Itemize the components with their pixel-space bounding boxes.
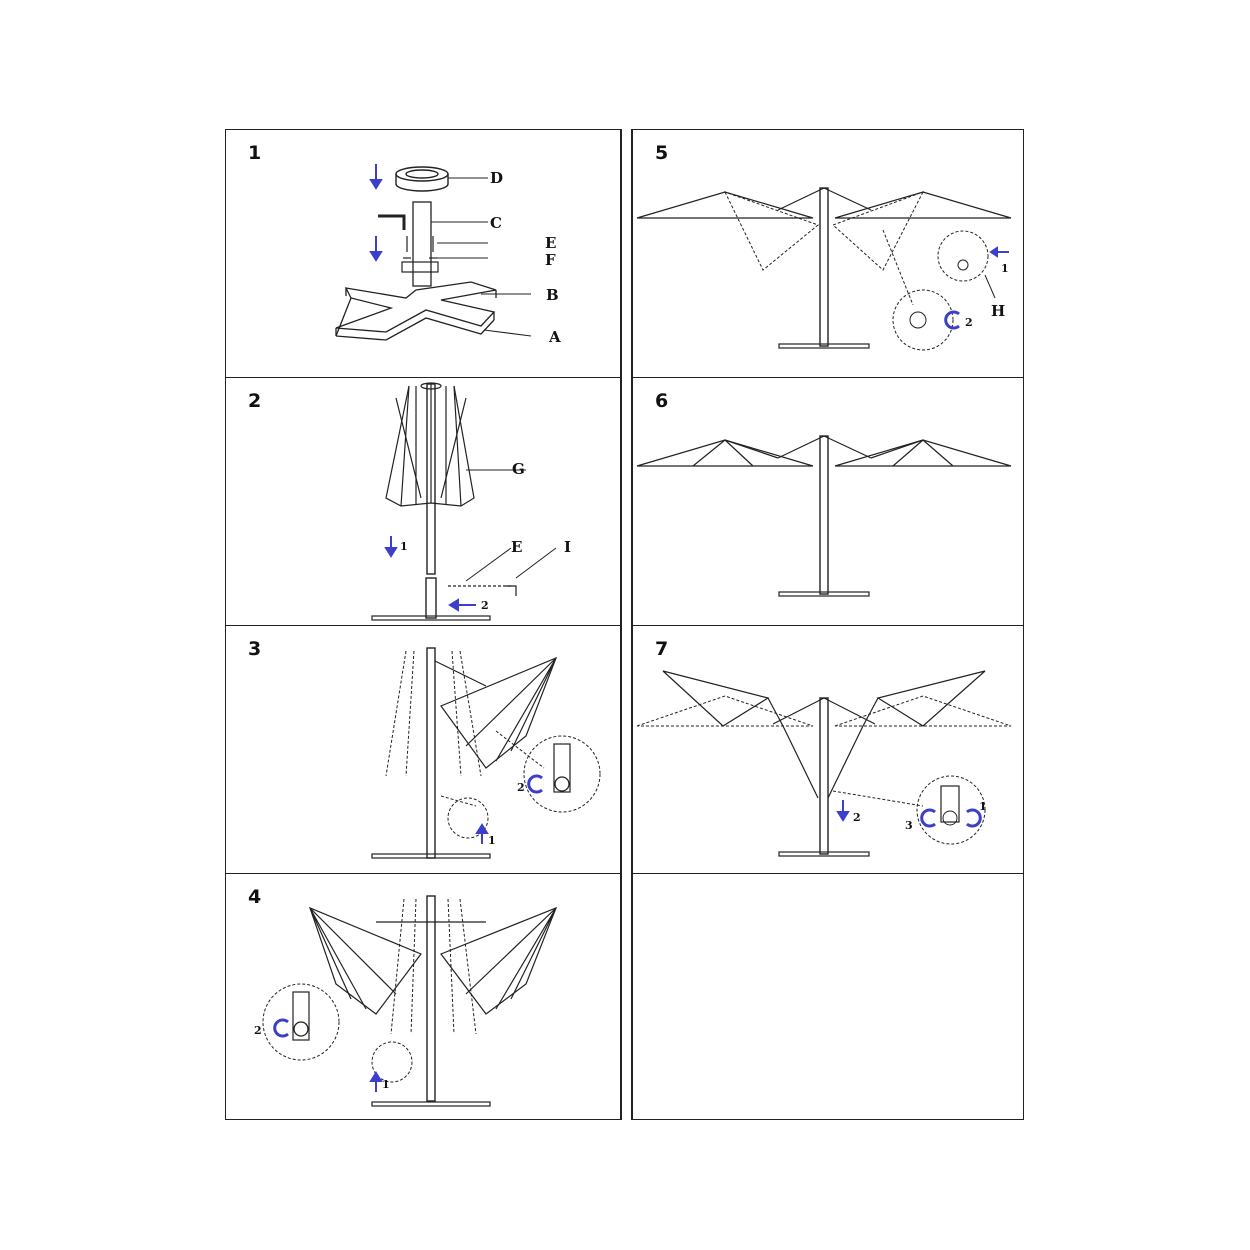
open-canopies <box>636 435 1012 467</box>
down-arrow-icon <box>384 536 398 558</box>
empty-panel <box>632 873 1024 1120</box>
base-plate <box>371 1101 491 1107</box>
step-number: 2 <box>248 390 262 412</box>
step-number: 1 <box>248 142 262 164</box>
label-a: A <box>548 328 561 346</box>
rotate-arrow-icon <box>944 310 960 330</box>
umbrella-pole <box>819 697 829 855</box>
callout-2: 2 <box>517 781 525 794</box>
callout-2: 2 <box>254 1024 262 1037</box>
canopy-tilt-illustration: 1 2 H <box>636 187 1012 351</box>
step-1-panel: 1 <box>225 129 621 378</box>
down-arrow-icon <box>836 800 850 822</box>
rotate-arrow-icon <box>527 774 543 794</box>
step-6-panel: 6 <box>632 377 1024 626</box>
cross-base <box>335 281 497 341</box>
canopy-height-adjust-illustration: 2 1 3 <box>636 670 1012 857</box>
base-plate <box>778 343 870 349</box>
step-2-panel: 2 1 2 G E I <box>225 377 621 626</box>
step-number: 6 <box>655 390 669 412</box>
label-e: E <box>511 538 522 556</box>
detail-zoom-circle <box>371 1041 413 1083</box>
screw-and-key <box>448 585 517 596</box>
allen-key <box>378 214 406 230</box>
umbrella-pole <box>819 435 829 595</box>
lowered-canopy-outline <box>636 695 1012 727</box>
step-3-panel: 3 2 1 <box>225 625 621 874</box>
label-e: E <box>545 234 556 252</box>
down-arrow-icon <box>369 236 383 262</box>
rotate-arrow-icon <box>273 1018 289 1038</box>
label-b: B <box>546 286 559 304</box>
up-arrow-icon <box>475 823 489 844</box>
weight-ring <box>395 166 449 192</box>
callout-3: 3 <box>905 819 913 832</box>
step-5-panel: 5 1 2 H <box>632 129 1024 378</box>
callout-1: 1 <box>400 540 408 553</box>
detail-zoom-circle <box>892 289 954 351</box>
detail-zoom-circle <box>523 735 601 813</box>
column-divider <box>621 129 632 1120</box>
both-canopies-opening-illustration: 2 1 <box>254 895 558 1107</box>
detail-zoom-circle <box>937 230 989 282</box>
tilting-canopy-outline <box>724 191 925 306</box>
detail-zoom-circle <box>447 797 489 839</box>
umbrella-pole <box>819 187 829 347</box>
label-g: G <box>512 460 525 478</box>
pole-stub <box>412 201 432 287</box>
callout-2: 2 <box>481 599 489 612</box>
folded-canopy <box>390 898 477 1035</box>
rotate-arrow-icon <box>966 808 982 828</box>
up-arrow-icon <box>369 1071 383 1092</box>
step-7-panel: 7 2 1 3 <box>632 625 1024 874</box>
right-opening-canopy <box>440 906 558 1015</box>
canopy-opening-illustration: 2 1 <box>371 647 601 859</box>
left-opening-canopy <box>309 906 422 1015</box>
left-arrow-icon <box>448 598 476 612</box>
detail-zoom-circle <box>262 983 340 1061</box>
callout-2: 2 <box>853 811 861 824</box>
callout-2: 2 <box>965 316 973 329</box>
step-4-panel: 4 2 1 <box>225 873 621 1120</box>
open-canopies <box>636 187 1012 219</box>
umbrella-pole <box>426 895 436 1102</box>
left-arrow-icon <box>989 246 1009 258</box>
base-assembly-illustration: D C E F B A <box>335 164 561 346</box>
umbrella-pole <box>426 383 436 575</box>
label-d: D <box>490 169 503 187</box>
closed-canopy <box>385 382 475 507</box>
callout-1: 1 <box>979 800 987 813</box>
opening-canopy <box>434 656 558 769</box>
label-c: C <box>490 214 502 232</box>
pole-insertion-illustration: 1 2 G E I <box>371 382 571 621</box>
screws <box>401 236 439 273</box>
base-plate <box>778 851 870 857</box>
pole-stub <box>425 577 437 619</box>
callout-1: 1 <box>1001 262 1009 275</box>
raised-canopies <box>662 670 986 799</box>
base-plate <box>371 853 491 859</box>
detail-zoom-circle <box>916 775 986 845</box>
umbrella-pole <box>426 647 436 859</box>
folded-canopy <box>385 650 482 777</box>
step-number: 5 <box>655 142 669 164</box>
step-number: 7 <box>655 638 669 660</box>
fully-open-illustration <box>636 435 1012 597</box>
down-arrow-icon <box>369 164 383 190</box>
label-h: H <box>991 302 1005 320</box>
step-number: 3 <box>248 638 262 660</box>
label-f: F <box>545 251 556 269</box>
callout-1: 1 <box>382 1078 390 1091</box>
step-number: 4 <box>248 886 262 908</box>
base-plate <box>371 615 491 621</box>
label-i: I <box>564 538 571 556</box>
rotate-arrow-icon <box>920 808 936 828</box>
callout-1: 1 <box>488 834 496 847</box>
base-plate <box>778 591 870 597</box>
